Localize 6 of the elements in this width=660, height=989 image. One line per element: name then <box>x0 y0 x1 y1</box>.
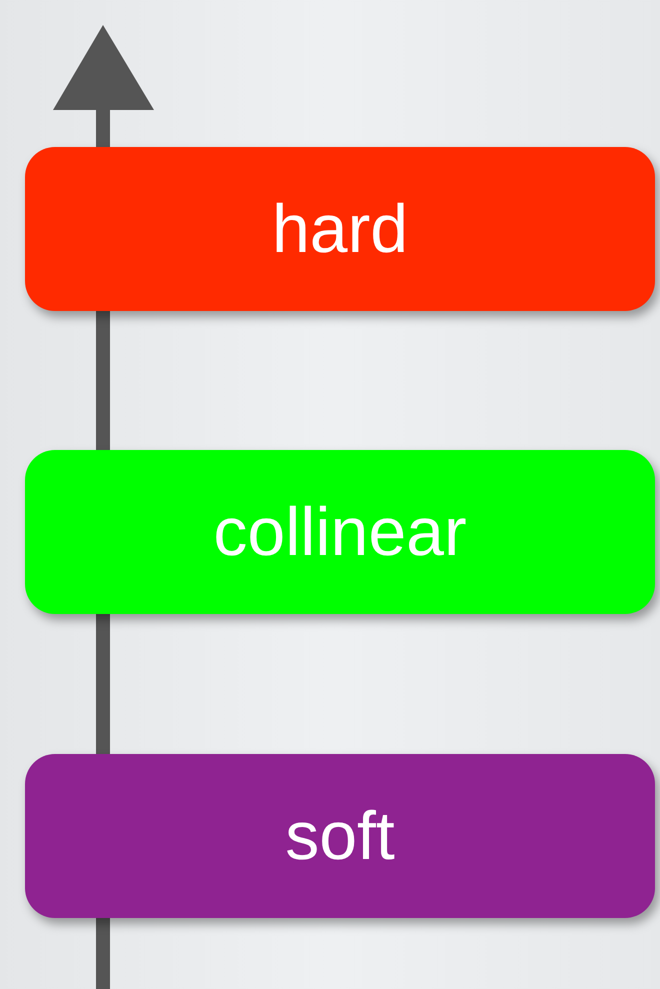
box-label: soft <box>285 797 395 875</box>
label-box <box>25 754 655 918</box>
box-label: hard <box>272 190 408 268</box>
box-label: collinear <box>213 493 467 571</box>
label-box <box>25 450 655 614</box>
label-box <box>25 147 655 311</box>
